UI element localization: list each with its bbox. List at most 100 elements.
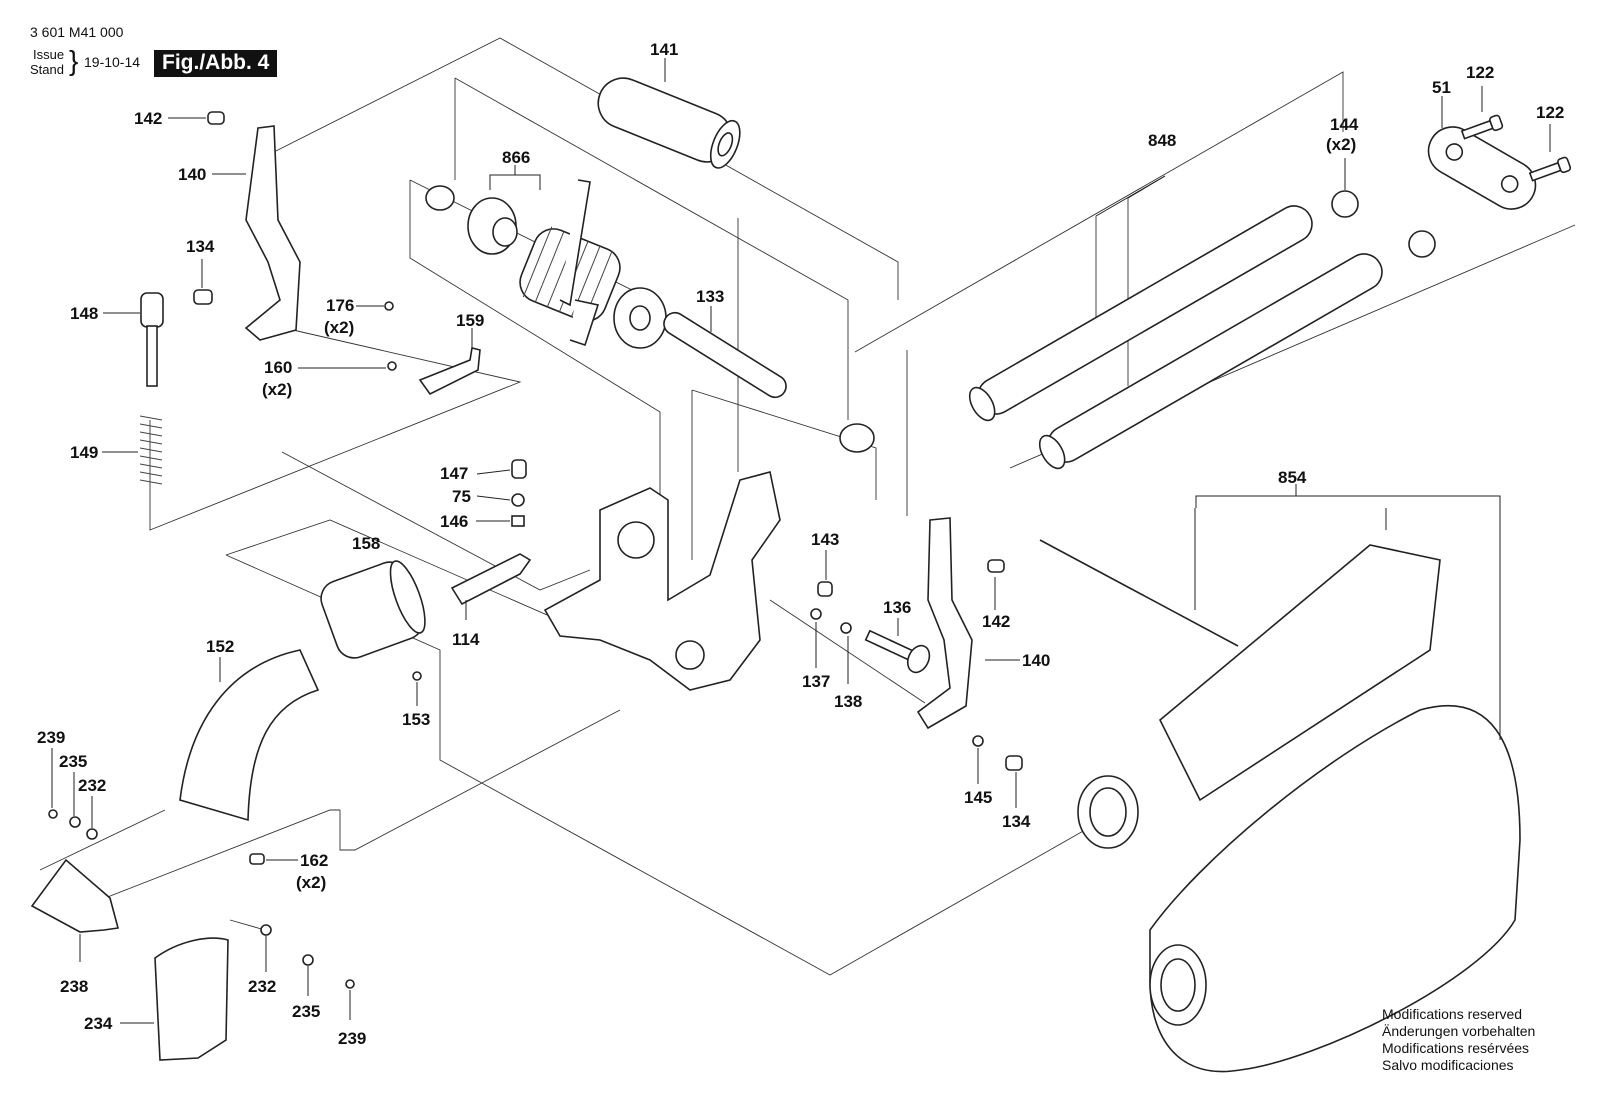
washer-145-part bbox=[972, 735, 984, 747]
callout-51: 51 bbox=[1432, 78, 1451, 97]
callout-160: 160 bbox=[264, 358, 292, 377]
callout-122-right: 122 bbox=[1536, 103, 1564, 122]
callout-122-upper: 122 bbox=[1466, 63, 1494, 82]
bracket-right-part bbox=[916, 517, 973, 730]
screw-162-part bbox=[249, 853, 265, 865]
callout-114: 114 bbox=[452, 630, 480, 649]
callout-143: 143 bbox=[811, 530, 839, 549]
leader-lines bbox=[51, 58, 1551, 1024]
callout-141: 141 bbox=[650, 40, 678, 59]
screw-142b-part bbox=[987, 559, 1005, 573]
callout-232-left: 232 bbox=[78, 776, 106, 795]
nut-146-part bbox=[511, 515, 525, 527]
washer-235a-part bbox=[69, 816, 81, 828]
bolt-136-part bbox=[864, 629, 931, 674]
callout-239-left: 239 bbox=[37, 728, 65, 747]
callout-133: 133 bbox=[696, 287, 724, 306]
callout-848: 848 bbox=[1148, 131, 1176, 150]
callout-labels: 141 866 848 51 122 122 144 (x2) 142 140 … bbox=[37, 40, 1564, 1048]
cap-plate-part bbox=[1427, 126, 1537, 210]
callout-144-qty: (x2) bbox=[1326, 135, 1356, 154]
callout-160-qty: (x2) bbox=[262, 380, 292, 399]
screw-134b-part bbox=[1005, 755, 1023, 771]
group-brackets bbox=[489, 165, 1501, 740]
star-nut-lower-part bbox=[1408, 230, 1436, 258]
stand-label: Stand bbox=[30, 62, 64, 77]
washer-138-part bbox=[840, 622, 852, 634]
callout-238: 238 bbox=[60, 977, 88, 996]
shield-234-part bbox=[154, 937, 229, 1061]
callout-235-left: 235 bbox=[59, 752, 87, 771]
compression-spring-part bbox=[139, 415, 163, 485]
doc-number: 3 601 M41 000 bbox=[30, 24, 124, 40]
callout-136: 136 bbox=[883, 598, 911, 617]
nut-232b-part bbox=[260, 924, 272, 936]
clamp-collar-part bbox=[320, 560, 426, 659]
callout-148: 148 bbox=[70, 304, 98, 323]
note-de: Änderungen vorbehalten bbox=[1382, 1023, 1536, 1039]
star-nut-upper-part bbox=[1331, 190, 1359, 218]
issue-date: 19-10-14 bbox=[84, 54, 141, 70]
issue-label: Issue bbox=[33, 47, 65, 62]
shaft-part bbox=[663, 311, 787, 399]
screw-176-part bbox=[384, 301, 394, 311]
note-en: Modifications reserved bbox=[1382, 1006, 1523, 1022]
callout-149: 149 bbox=[70, 443, 98, 462]
curved-hose-part bbox=[179, 649, 320, 822]
callout-866: 866 bbox=[502, 148, 530, 167]
washer-75-part bbox=[511, 493, 525, 507]
callout-145: 145 bbox=[964, 788, 992, 807]
screw-143-part bbox=[817, 581, 833, 597]
screw-153-part bbox=[412, 671, 422, 681]
callout-140-right: 140 bbox=[1022, 651, 1050, 670]
bracket-left-part bbox=[244, 125, 301, 341]
callout-159: 159 bbox=[456, 311, 484, 330]
callout-176-qty: (x2) bbox=[324, 318, 354, 337]
callout-142-right: 142 bbox=[982, 612, 1010, 631]
callout-138: 138 bbox=[834, 692, 862, 711]
callout-235-lower: 235 bbox=[292, 1002, 320, 1021]
callout-142-upper: 142 bbox=[134, 109, 162, 128]
callout-152: 152 bbox=[206, 637, 234, 656]
bushing-part bbox=[839, 423, 875, 453]
callout-162-qty: (x2) bbox=[296, 873, 326, 892]
tube-upper-part bbox=[968, 205, 1313, 422]
washer-235b-part bbox=[302, 954, 314, 966]
callout-854: 854 bbox=[1278, 468, 1307, 487]
callout-158: 158 bbox=[352, 534, 380, 553]
screw-122-right-part bbox=[1528, 156, 1572, 182]
callout-134-lower: 134 bbox=[1002, 812, 1031, 831]
handle-grip-part bbox=[597, 77, 741, 169]
screw-160-part bbox=[387, 361, 397, 371]
screw-239a-part bbox=[48, 809, 58, 819]
main-housing-part bbox=[543, 471, 781, 691]
screw-239b-part bbox=[345, 979, 355, 989]
brace-glyph: } bbox=[69, 45, 79, 76]
callout-75: 75 bbox=[452, 487, 471, 506]
tube-lower-part bbox=[1038, 253, 1383, 470]
parts bbox=[30, 77, 1572, 1073]
slide-114-part bbox=[450, 553, 532, 606]
note-es: Salvo modificaciones bbox=[1382, 1057, 1514, 1073]
callout-146: 146 bbox=[440, 512, 468, 531]
cover-238-part bbox=[30, 858, 120, 933]
ring-137-part bbox=[810, 608, 822, 620]
callout-153: 153 bbox=[402, 710, 430, 729]
callout-147: 147 bbox=[440, 464, 468, 483]
callout-234: 234 bbox=[84, 1014, 113, 1033]
screw-134a-part bbox=[193, 289, 213, 305]
callout-176: 176 bbox=[326, 296, 354, 315]
screw-142a-part bbox=[207, 111, 225, 125]
spring-assembly-part bbox=[425, 179, 667, 349]
modification-notes: Modifications reserved Änderungen vorbeh… bbox=[1382, 1006, 1535, 1074]
callout-162: 162 bbox=[300, 851, 328, 870]
callout-239-lower: 239 bbox=[338, 1029, 366, 1048]
note-fr: Modifications resérvées bbox=[1382, 1040, 1530, 1056]
knob-pin-part bbox=[140, 292, 164, 387]
nut-232a-part bbox=[86, 828, 98, 840]
callout-144: 144 bbox=[1330, 115, 1359, 134]
figure-badge: Fig./Abb. 4 bbox=[154, 50, 278, 77]
callout-134-upper: 134 bbox=[186, 237, 215, 256]
clip-159-part bbox=[418, 347, 481, 396]
